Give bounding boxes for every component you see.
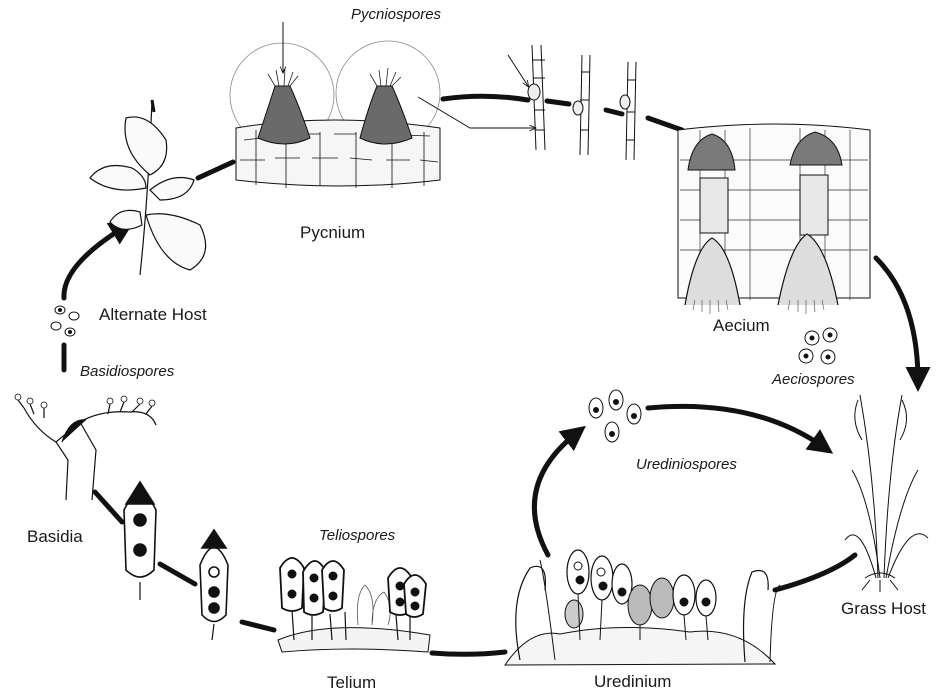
aecium-illustration — [678, 124, 870, 314]
basidia-label: Basidia — [27, 527, 83, 547]
urediniospores-label: Urediniospores — [636, 456, 737, 473]
aeciospores-illustration — [799, 328, 837, 364]
basidiospores-illustration — [51, 306, 79, 336]
basidiospores-label: Basidiospores — [80, 363, 174, 380]
basidia-illustration — [15, 394, 156, 500]
grass-host-label: Grass Host — [841, 599, 926, 619]
arrow-hyphae-dash-1 — [547, 101, 569, 104]
arrow-uredinium-to-telium — [432, 652, 505, 654]
urediniospores-illustration — [589, 390, 641, 442]
teliospore-germinating — [200, 530, 228, 640]
telium-illustration — [278, 558, 430, 652]
aeciospores-label: Aeciospores — [772, 371, 855, 388]
telium-label: Telium — [327, 673, 376, 693]
arrow-uredinium-to-urediniospores — [534, 432, 578, 555]
alternate-host-illustration — [90, 100, 206, 275]
alternate-host-label: Alternate Host — [99, 305, 207, 325]
arrow-host-to-pycnium — [198, 162, 233, 178]
arrow-telium-to-teliospore — [242, 622, 274, 630]
grass-host-illustration — [845, 395, 928, 592]
arrow-teliospore-to-basidia — [95, 492, 122, 522]
arrow-hyphae-dash-2 — [606, 110, 622, 114]
pycnium-label: Pycnium — [300, 223, 365, 243]
arrow-to-alternate-host — [64, 226, 126, 298]
uredinium-illustration — [505, 550, 780, 665]
teliospores-label: Teliospores — [319, 527, 395, 544]
arrow-grass-to-uredinium — [775, 555, 855, 590]
aecium-label: Aecium — [713, 316, 770, 336]
arrow-pycnium-to-hyphae — [443, 96, 528, 100]
teliospore-mature — [124, 482, 156, 600]
arrow-urediniospores-to-grass — [648, 406, 825, 448]
receptive-hyphae-illustration — [508, 45, 636, 160]
pycniospores-label: Pycniospores — [351, 6, 441, 23]
arrow-hyphae-to-aecium — [648, 118, 682, 130]
arrow-teliospore-to-teliospore — [160, 564, 195, 584]
uredinium-label: Uredinium — [594, 672, 671, 692]
arrow-aecium-to-grass — [876, 258, 918, 382]
pycnium-illustration — [230, 22, 535, 188]
